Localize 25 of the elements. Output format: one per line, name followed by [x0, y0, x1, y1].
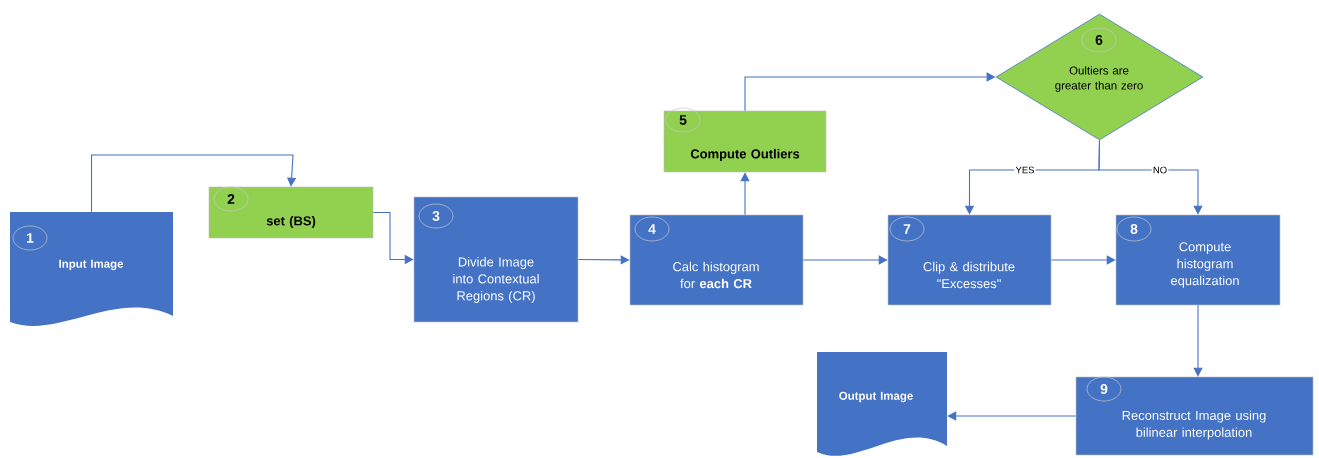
arrow — [90, 154, 297, 213]
process-box: 3 Divide Image into Contextual Regions (CR) — [413, 196, 579, 323]
step-number: 6 — [1081, 27, 1117, 53]
edge-label: NO — [1151, 165, 1169, 175]
step-number: 3 — [418, 203, 454, 229]
arrow — [740, 172, 750, 216]
process-box: 2 set (BS) — [208, 186, 374, 239]
edge-label: YES — [1014, 165, 1036, 175]
process-box: 7 Clip & distribute "Excesses" — [887, 214, 1052, 306]
arrow — [1193, 304, 1203, 377]
step-number: 7 — [889, 216, 925, 242]
process-box: 5 Compute Outliers — [663, 107, 827, 173]
arrow — [1050, 255, 1116, 265]
step-number: 2 — [213, 186, 249, 212]
step-number: 8 — [1116, 216, 1152, 242]
step-number: 1 — [12, 225, 48, 251]
step-number: 9 — [1086, 376, 1122, 402]
process-box: 4 Calc histogram for each CR — [629, 214, 804, 306]
process-box: 9 Reconstruct Image using bilinear interpolation — [1075, 376, 1314, 456]
arrow — [577, 255, 630, 265]
arrow — [947, 411, 1077, 421]
process-box: 8 Compute histogram equalization — [1115, 214, 1281, 306]
arrow — [802, 255, 888, 265]
step-number: 5 — [665, 107, 701, 133]
step-number: 4 — [634, 216, 670, 242]
